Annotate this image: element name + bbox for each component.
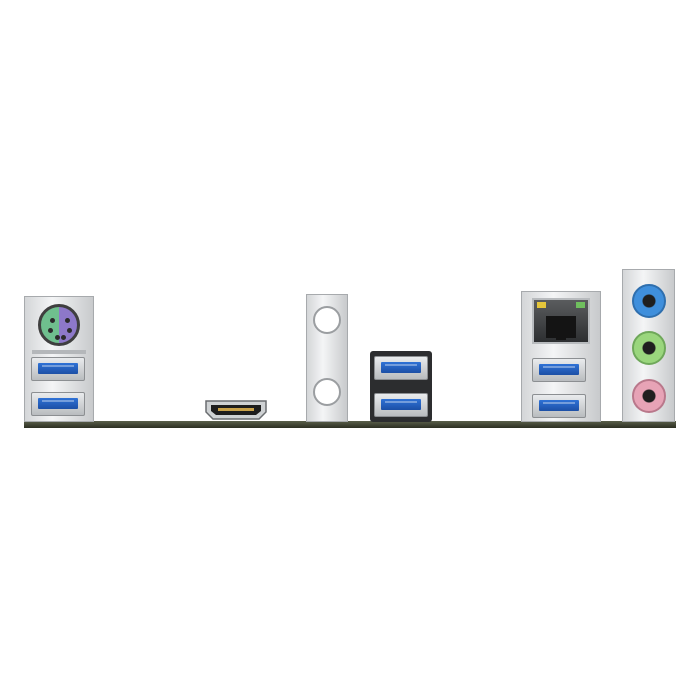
audio-jack-icon bbox=[632, 379, 666, 413]
usb-a-port-icon bbox=[31, 357, 85, 381]
audio-jack-icon bbox=[632, 284, 666, 318]
mounting-hole bbox=[313, 378, 341, 406]
usb-a-port-icon bbox=[374, 356, 428, 380]
ps2-divider bbox=[32, 350, 86, 354]
audio-jack-icon bbox=[632, 331, 666, 365]
ethernet-port-icon bbox=[532, 298, 590, 344]
usb-a-port-icon bbox=[374, 393, 428, 417]
usb-a-port-icon bbox=[532, 394, 586, 418]
pcb-edge bbox=[24, 421, 676, 428]
hdmi-port-icon bbox=[205, 400, 267, 420]
mounting-hole bbox=[313, 306, 341, 334]
usb-a-port-icon bbox=[31, 392, 85, 416]
usb-a-port-icon bbox=[532, 358, 586, 382]
ps2-port-icon bbox=[38, 304, 80, 346]
